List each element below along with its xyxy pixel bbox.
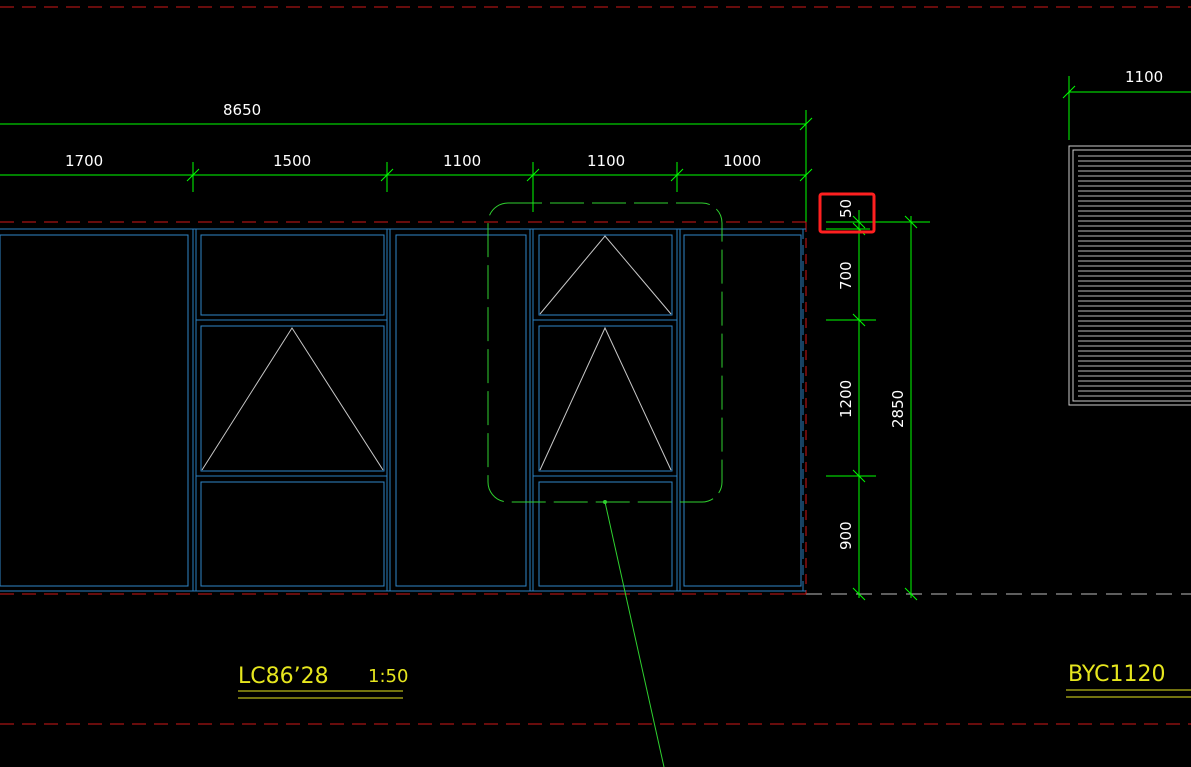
vertical-dimension-text-1200: 1200 (837, 380, 855, 418)
segment-dimension-text-3: 1100 (443, 152, 481, 170)
leader-line (604, 501, 665, 767)
right-top-dimension (1062, 76, 1191, 140)
revision-cloud[interactable] (487, 202, 723, 503)
window-panes (0, 234, 802, 587)
total-height-dimension-text: 2850 (889, 390, 907, 428)
window-frame (0, 228, 806, 592)
segment-dimension-text-2: 1500 (273, 152, 311, 170)
right-drawing-title: BYC1120 (1068, 662, 1165, 687)
right-top-dimension-text: 1100 (1125, 68, 1163, 86)
overall-dimension (0, 110, 813, 230)
vertical-dimension-lines (826, 210, 930, 601)
vertical-dimension-text-900: 900 (837, 521, 855, 550)
segment-dimension-line (0, 162, 813, 212)
highlight-box[interactable] (818, 192, 876, 234)
left-drawing-title: LC86’28 (238, 664, 329, 689)
vertical-dimension-text-700: 700 (837, 261, 855, 290)
overall-dimension-text: 8650 (223, 101, 261, 119)
segment-dimension-text-1: 1700 (65, 152, 103, 170)
vertical-dimension-text-50: 50 (837, 199, 855, 218)
segment-dimension-text-5: 1000 (723, 152, 761, 170)
opening-indicators (201, 235, 672, 471)
left-drawing-scale: 1:50 (368, 666, 408, 687)
segment-dimension-text-4: 1100 (587, 152, 625, 170)
louver-element (1068, 145, 1191, 406)
